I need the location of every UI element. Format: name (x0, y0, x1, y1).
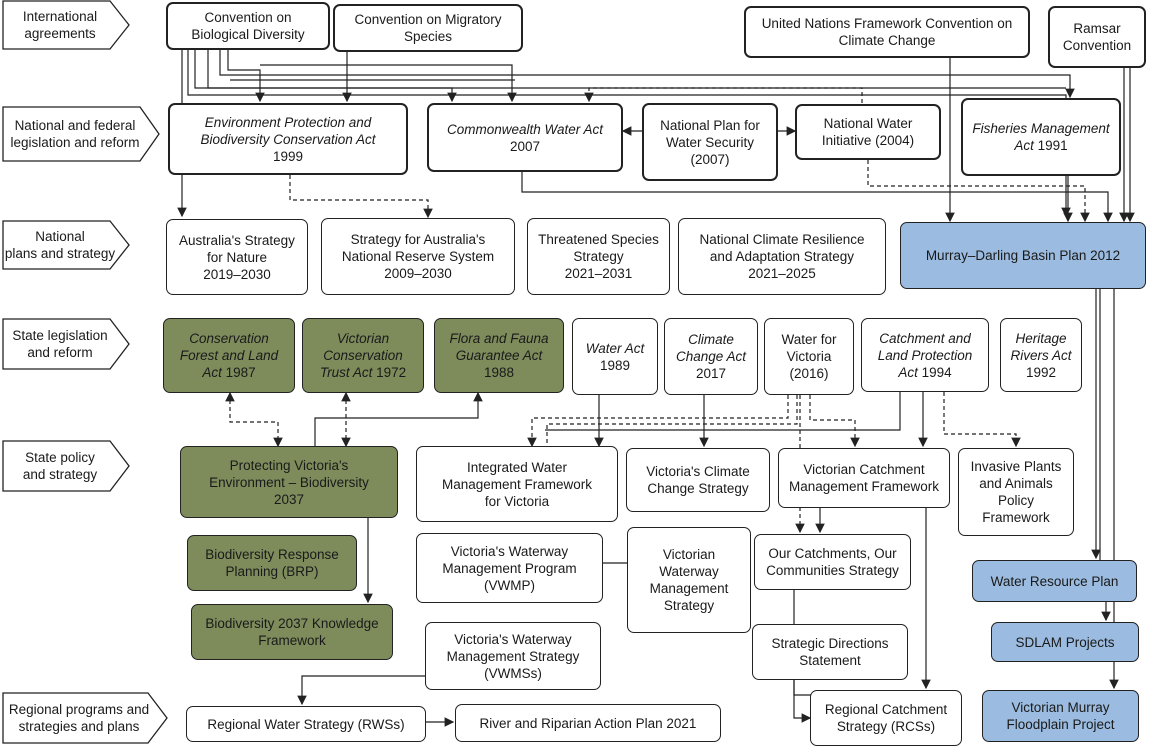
level-state-policy-label: State policy and strategy (22, 450, 98, 482)
link-sds-rcs (793, 680, 812, 723)
box-national-water-initiative: National Water Initiative (2004) (795, 104, 941, 160)
link-clpa-iwmf (545, 392, 901, 431)
link-wfv-iwmf (527, 395, 789, 448)
box-integrated-water-management-framework: Integrated Water Management Framework fo… (416, 446, 618, 522)
box-river-riparian-action-plan: River and Riparian Action Plan 2021 (455, 704, 721, 742)
level-regional-label: Regional programs and strategies and pla… (8, 702, 150, 734)
box-water-resource-plan: Water Resource Plan (972, 560, 1137, 602)
link-cwa-mdbp (521, 172, 1113, 223)
link-epbc-nrs (289, 175, 433, 219)
box-strategic-directions-statement: Strategic Directions Statement (752, 624, 908, 680)
level-national-plans: National plans and strategy (2, 220, 130, 270)
box-victorias-waterway-management-program: Victoria's Waterway Management Program (… (416, 533, 603, 603)
box-national-reserve-system: Strategy for Australia's National Reserv… (321, 218, 515, 295)
box-regional-catchment-strategy: Regional Catchment Strategy (RCSs) (810, 690, 962, 746)
level-state-legislation: State legislation and reform (2, 318, 130, 370)
level-national-plans-label: National plans and strategy (4, 229, 116, 261)
link-wfv-vcmf (809, 395, 860, 448)
box-our-catchments-strategy: Our Catchments, Our Communities Strategy (754, 534, 911, 590)
box-australias-strategy-for-nature: Australia's Strategy for Nature 2019–203… (166, 219, 308, 295)
box-biodiversity-knowledge-framework: Biodiversity 2037 Knowledge Framework (191, 604, 393, 660)
link-cms-cwa (260, 64, 517, 103)
link-vwmss-rws (297, 675, 430, 706)
box-catchment-land-protection-act: Catchment and Land Protection Act 1994 (861, 318, 989, 392)
box-water-for-victoria: Water for Victoria (2016) (764, 318, 854, 395)
link-nwi-cwa (584, 87, 863, 103)
box-conservation-forest-land-act: Conservation Forest and Land Act 1987 (163, 318, 295, 393)
level-national-legislation: National and federal legislation and ref… (2, 106, 160, 162)
box-victorian-conservation-trust-act: Victorian Conservation Trust Act 1972 (302, 318, 424, 393)
link-clpa-ipapf (943, 392, 1021, 448)
link-cbd-epbc3 (227, 50, 265, 103)
box-cbd: Convention on Biological Diversity (166, 2, 330, 50)
box-biodiversity-response-planning: Biodiversity Response Planning (BRP) (187, 535, 357, 591)
box-national-plan-water-security: National Plan for Water Security (2007) (642, 103, 778, 181)
box-cms: Convention on Migratory Species (333, 4, 523, 52)
link-ffga-pve (314, 391, 483, 446)
box-victorian-murray-floodplain-project: Victorian Murray Floodplain Project (982, 690, 1139, 742)
level-state-policy: State policy and strategy (2, 440, 130, 492)
box-murray-darling-basin-plan: Murray–Darling Basin Plan 2012 (900, 222, 1146, 289)
box-victorias-waterway-management-strategy-vwmss: Victoria's Waterway Management Strategy … (425, 622, 601, 690)
level-international-label: International agreements (22, 9, 98, 41)
box-ramsar: Ramsar Convention (1048, 6, 1146, 68)
box-victorian-waterway-management-strategy: Victorian Waterway Management Strategy (627, 527, 751, 633)
box-invasive-plants-animals-policy: Invasive Plants and Animals Policy Frame… (958, 448, 1074, 536)
box-threatened-species-strategy: Threatened Species Strategy 2021–2031 (527, 218, 670, 295)
box-victorias-climate-change-strategy: Victoria's Climate Change Strategy (626, 448, 770, 512)
level-international: International agreements (2, 0, 130, 50)
link-wfv-iwmf2 (546, 395, 798, 446)
box-climate-resilience-strategy: National Climate Resilience and Adaptati… (678, 218, 886, 295)
level-national-legislation-label: National and federal legislation and ref… (10, 118, 140, 150)
box-victorian-catchment-management-framework: Victorian Catchment Management Framework (778, 448, 950, 508)
link-nwi-mdbp (867, 160, 1090, 223)
link-cfla-pve (225, 391, 283, 448)
box-epbc-act: Environment Protection and Biodiversity … (168, 103, 408, 175)
level-regional: Regional programs and strategies and pla… (2, 692, 168, 744)
box-regional-water-strategy: Regional Water Strategy (RWSs) (186, 706, 426, 742)
level-state-legislation-label: State legislation and reform (12, 328, 108, 360)
box-sdlam-projects: SDLAM Projects (991, 622, 1139, 662)
link-cbd-epbc2 (219, 50, 1075, 99)
box-unfccc: United Nations Framework Convention on C… (744, 6, 1030, 58)
link-cbd-cwa (207, 50, 457, 103)
box-protecting-victorias-environment: Protecting Victoria's Environment – Biod… (180, 446, 398, 518)
